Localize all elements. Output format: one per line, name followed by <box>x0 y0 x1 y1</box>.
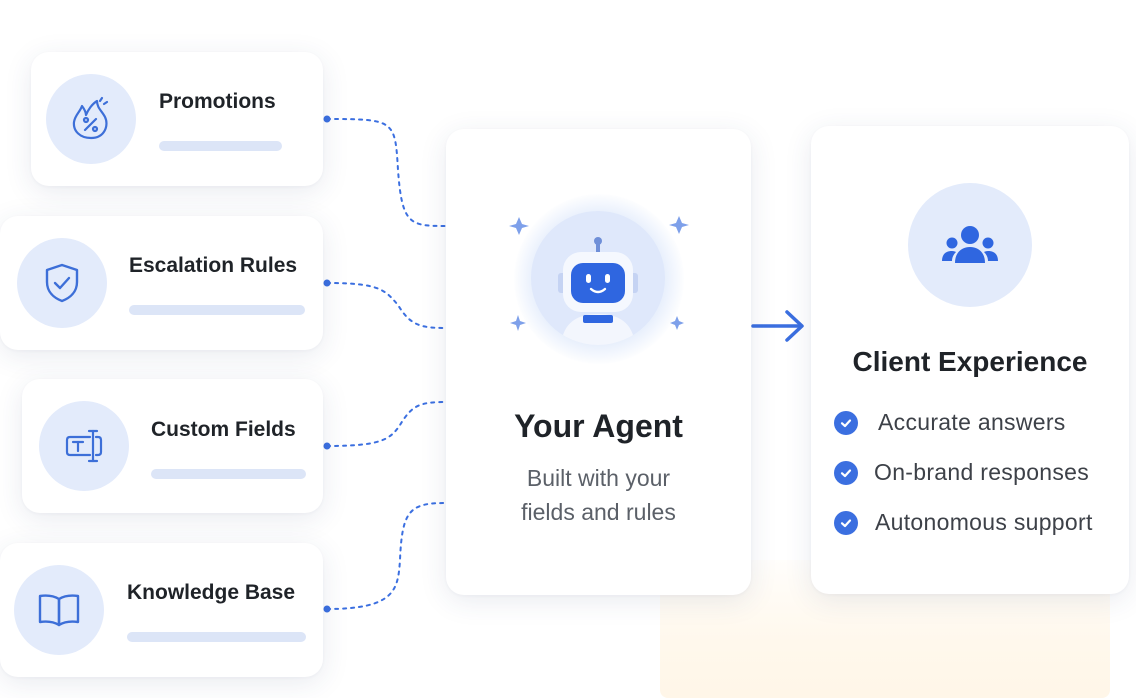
agent-avatar <box>531 211 665 345</box>
placeholder-bar <box>127 632 306 642</box>
connector-knowledge <box>326 502 447 610</box>
benefit-label: Accurate answers <box>878 409 1066 435</box>
robot-icon <box>558 237 638 345</box>
source-card-knowledge-base: Knowledge Base <box>0 543 323 677</box>
source-card-escalation-rules: Escalation Rules <box>0 216 323 350</box>
agent-card: Your Agent Built with your fields and ru… <box>446 129 751 595</box>
client-experience-card: Client Experience Accurate answers On-br… <box>811 126 1129 594</box>
check-circle-icon <box>834 410 858 435</box>
placeholder-bar <box>159 141 282 151</box>
check-circle-icon <box>834 460 858 485</box>
benefit-label: Autonomous support <box>875 509 1093 535</box>
client-experience-title: Client Experience <box>852 346 1088 377</box>
discount-tag-icon <box>46 74 136 164</box>
placeholder-bar <box>129 305 305 315</box>
benefit-item: Autonomous support <box>834 509 1093 536</box>
check-circle-icon <box>834 510 858 535</box>
agent-subtitle-line2: fields and rules <box>521 499 676 525</box>
user-group-icon <box>908 183 1032 307</box>
agent-subtitle-line1: Built with your <box>526 465 671 491</box>
benefit-item: Accurate answers <box>834 409 1066 436</box>
source-card-promotions: Promotions <box>31 52 323 186</box>
connector-custom-fields <box>326 401 447 447</box>
source-card-custom-fields: Custom Fields <box>22 379 323 513</box>
agent-title: Your Agent <box>514 408 683 444</box>
benefit-item: On-brand responses <box>834 459 1089 486</box>
source-title-promotions: Promotions <box>159 90 276 113</box>
connector-escalation <box>326 282 447 329</box>
connector-promotions <box>326 118 447 227</box>
shield-check-icon <box>17 238 107 328</box>
benefit-label: On-brand responses <box>874 459 1090 485</box>
text-field-icon <box>39 401 129 491</box>
arrow-right-icon <box>751 310 804 342</box>
source-title-knowledge-base: Knowledge Base <box>127 581 296 604</box>
source-title-escalation-rules: Escalation Rules <box>129 254 298 277</box>
sparkle-icon <box>509 216 689 331</box>
placeholder-bar <box>151 469 306 479</box>
source-title-custom-fields: Custom Fields <box>151 418 296 441</box>
open-book-icon <box>14 565 104 655</box>
